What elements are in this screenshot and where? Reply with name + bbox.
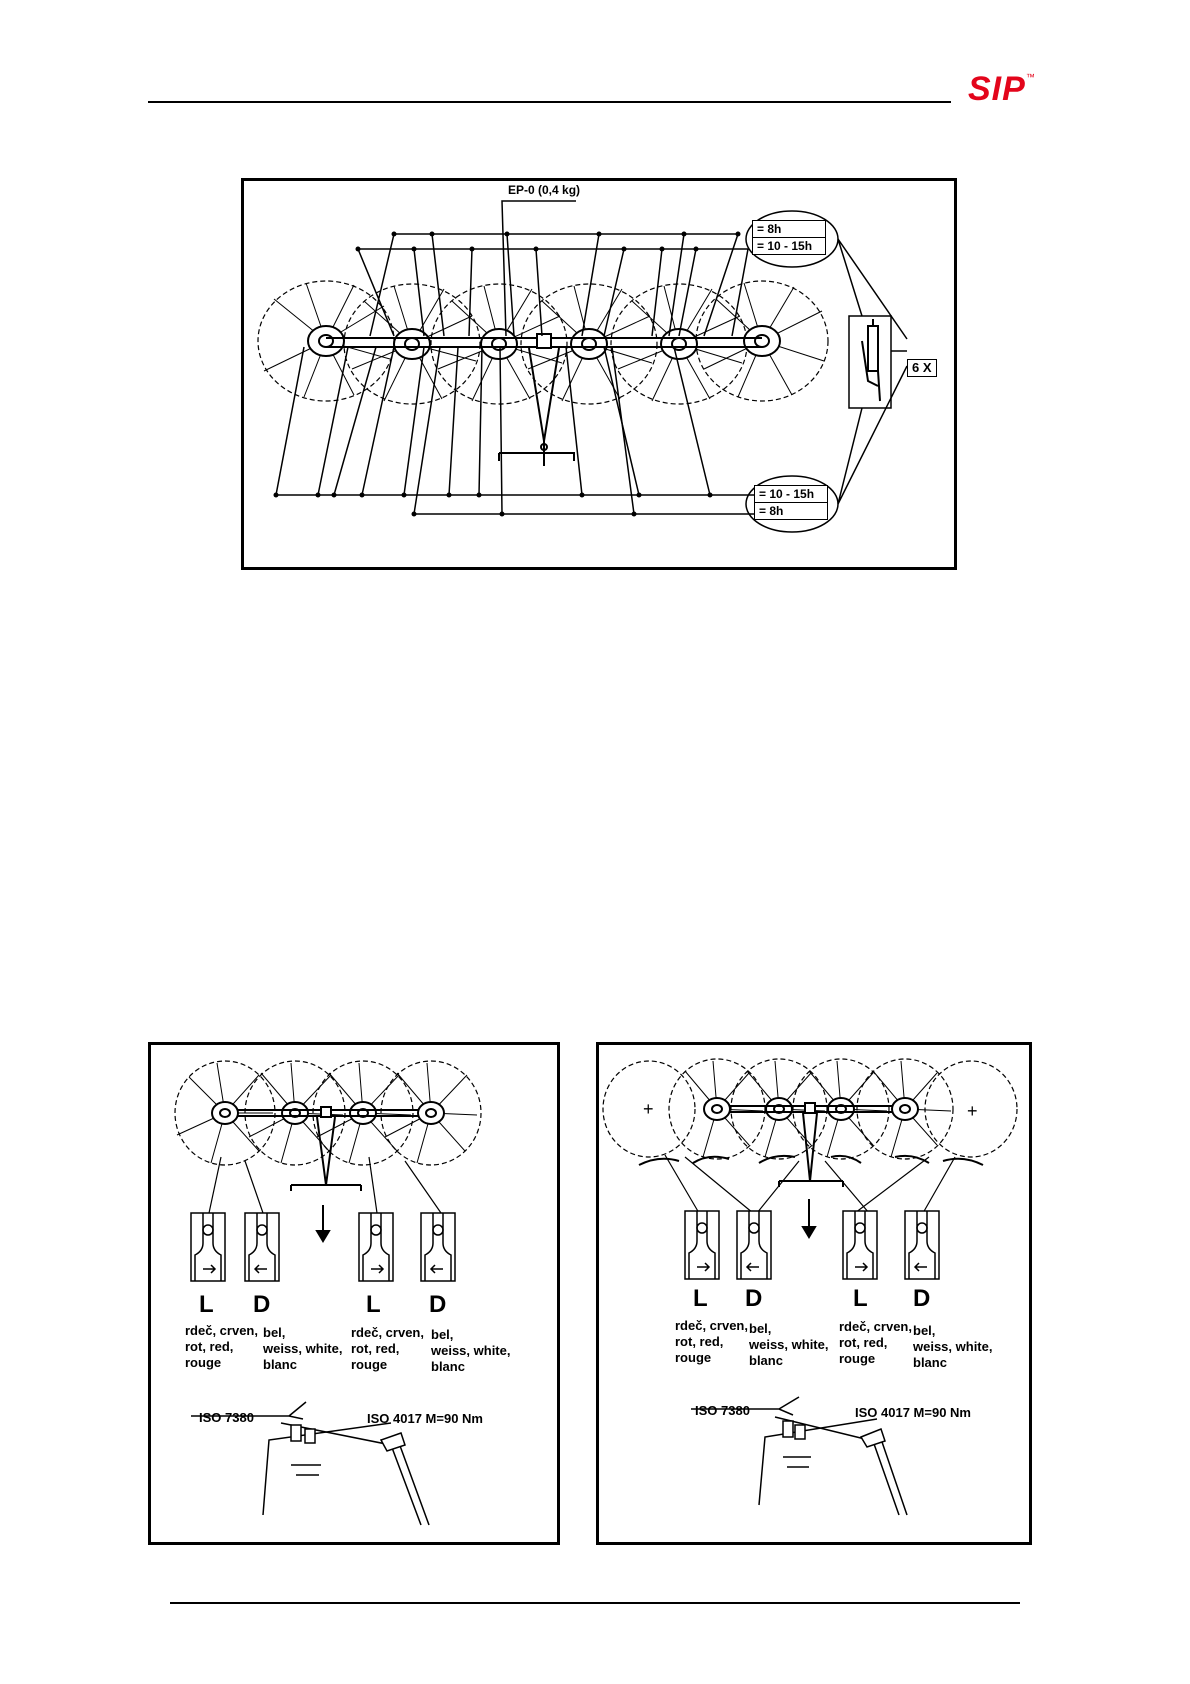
lower-interval-8h: = 8h [754,502,828,520]
iso-4017-label: ISO 4017 M=90 Nm [855,1405,971,1420]
white-tine-caption-2: bel, weiss, white, blanc [431,1327,511,1374]
lubrication-diagram-frame: EP-0 (0,4 kg) = 8h = 10 - 15h = 10 - 15h… [241,178,957,570]
tine-L-letter-1: L [199,1291,214,1318]
red-tine-caption-2: rdeč, crven, rot, red, rouge [351,1325,424,1372]
plus-sign-right: + [967,1101,978,1121]
white-tine-caption-1: bel, weiss, white, blanc [749,1321,829,1368]
multiplier-label: 6 X [907,359,937,377]
grease-type-label: EP-0 (0,4 kg) [508,183,581,197]
tine-arrangement-4-rotor-frame: L D L D rdeč, crven, rot, red, rouge bel… [148,1042,560,1545]
tine-card-L2 [842,1210,878,1280]
rotor-6-diagram [602,1058,1018,1516]
white-tine-caption-1: bel, weiss, white, blanc [263,1325,343,1372]
tine-card-D2 [420,1212,456,1282]
iso-4017-label: ISO 4017 M=90 Nm [367,1411,483,1426]
white-tine-caption-2: bel, weiss, white, blanc [913,1323,993,1370]
sip-logo: SIP™ [968,70,1036,109]
tine-D-letter-1: D [745,1285,763,1312]
iso-7380-label: ISO 7380 [695,1403,750,1418]
tine-D-letter-2: D [913,1285,931,1312]
tine-card-L1 [190,1212,226,1282]
lubrication-diagram [257,200,908,533]
tine-arrangement-6-rotor-frame: + + L D L D rdeč, crven, rot, red, rouge… [596,1042,1032,1545]
bolt-detail [191,1401,430,1526]
plus-sign-left: + [643,1099,654,1119]
tine-card-D1 [244,1212,280,1282]
upper-interval-10-15h: = 10 - 15h [752,237,826,255]
trademark-mark: ™ [1025,72,1036,82]
lower-interval-10-15h: = 10 - 15h [754,485,828,503]
tine-card-D2 [904,1210,940,1280]
grease-gun-icon [861,319,881,402]
footer-rule [170,1602,1020,1604]
red-tine-caption-1: rdeč, crven, rot, red, rouge [675,1318,748,1365]
rotor-4-diagram [174,1060,482,1526]
bolt-detail [691,1396,908,1516]
tine-D-letter-1: D [253,1291,271,1318]
tine-card-L1 [684,1210,720,1280]
tine-card-L2 [358,1212,394,1282]
tine-card-D1 [736,1210,772,1280]
tine-L-letter-2: L [853,1285,868,1312]
tine-D-letter-2: D [429,1291,447,1318]
logo-text: SIP [968,70,1026,108]
tine-L-letter-1: L [693,1285,708,1312]
red-tine-caption-1: rdeč, crven, rot, red, rouge [185,1323,258,1370]
red-tine-caption-2: rdeč, crven, rot, red, rouge [839,1319,912,1366]
tine-L-letter-2: L [366,1291,381,1318]
iso-7380-label: ISO 7380 [199,1410,254,1425]
upper-interval-8h: = 8h [752,220,826,238]
header-rule [148,101,951,103]
